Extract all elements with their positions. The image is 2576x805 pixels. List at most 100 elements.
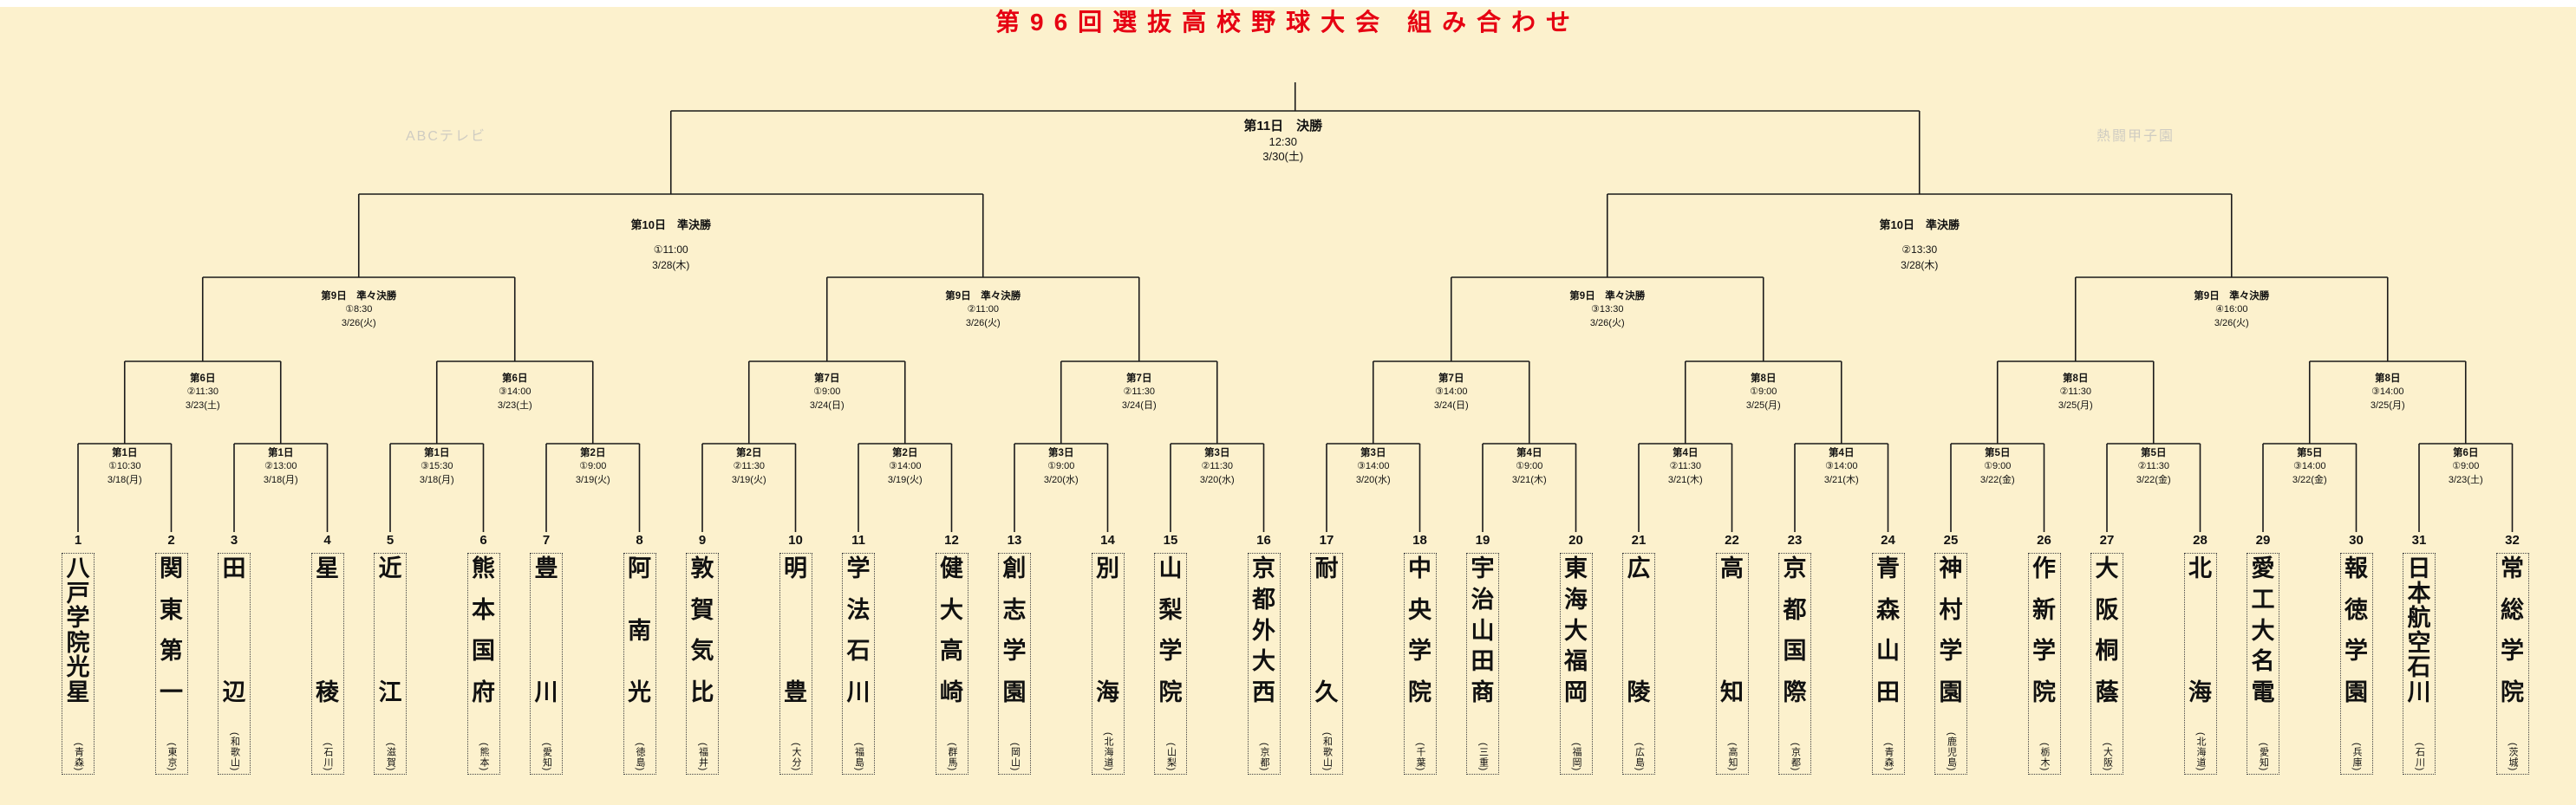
round1-label-4-date: 3/19(火)	[575, 474, 610, 485]
team-name-char: 光	[628, 679, 651, 705]
team-name-char: 山	[1158, 555, 1183, 581]
round1-label-14-time: ②11:30	[2137, 461, 2170, 471]
team-name-char: 阪	[2095, 596, 2119, 623]
team-box: 学法石川(福島)	[842, 553, 875, 775]
team-prefecture: (栃木)	[2039, 742, 2050, 771]
team-name: 報徳学園	[2344, 557, 2368, 704]
team-prefecture: (三重)	[1477, 742, 1489, 771]
quarterfinal-label-1-time: ①8:30	[345, 304, 373, 315]
team-box: 健大高崎 (群馬)	[935, 553, 968, 775]
round1-label-12-label: 第4日	[1829, 448, 1855, 458]
team-name-char: 戸	[66, 580, 90, 607]
team-name-char: 近	[378, 555, 402, 581]
team-name-char: 明	[784, 555, 807, 581]
round2-label-4-date: 3/24(日)	[1121, 399, 1157, 411]
round1-label-6-label: 第2日	[892, 448, 918, 458]
round1-label-7-time: ①9:00	[1047, 461, 1075, 471]
team-box: 高知(高知)	[1715, 553, 1749, 775]
team-number: 32	[2505, 533, 2520, 548]
team-name: 日本航空石川	[2408, 557, 2431, 704]
team-number: 31	[2411, 533, 2427, 548]
final-match-label-label: 第11日 決勝	[1243, 119, 1323, 133]
team-box: 中央学院(千葉)	[1403, 553, 1437, 775]
team-name: 関東第一	[160, 557, 183, 704]
round1-label-1-date: 3/18(月)	[107, 474, 142, 485]
team-box: 東海大福岡(福岡)	[1559, 553, 1593, 775]
team-name: 学法石川	[847, 557, 871, 704]
round2-label-5-time: ③14:00	[1435, 386, 1468, 397]
team-name-char: 賀	[690, 596, 714, 623]
team-name-char: 院	[2501, 678, 2524, 705]
team-name-char: 工	[2251, 586, 2275, 613]
round1-label-6-date: 3/19(火)	[887, 474, 923, 485]
team-number: 21	[1631, 533, 1647, 548]
team-name-char: 学	[66, 605, 90, 632]
team-prefecture: (茨城)	[2508, 742, 2518, 771]
team-name-char: 比	[690, 678, 714, 705]
team-prefecture: (群馬)	[947, 742, 957, 771]
team-number: 30	[2349, 533, 2364, 548]
team-number: 17	[1319, 533, 1334, 548]
round1-label-16-date: 3/23(土)	[2448, 474, 2483, 485]
team-prefecture: (北海道)	[2195, 731, 2206, 771]
round1-label-8-time: ②11:30	[1201, 461, 1234, 471]
round1-label-12-time: ③14:00	[1825, 461, 1858, 471]
team-name-char: 航	[2407, 605, 2431, 632]
team-name: 健大高崎	[940, 557, 963, 704]
team-number: 6	[479, 533, 487, 548]
round1-label-14-date: 3/22(金)	[2136, 474, 2171, 485]
team-number: 22	[1725, 533, 1739, 548]
team-name: 中央学院	[1408, 557, 1431, 704]
final-match-label-time: 12:30	[1268, 135, 1298, 148]
team-name-char: 阿	[628, 555, 651, 581]
team-box: 田辺(和歌山)	[218, 553, 251, 775]
team-name-char: 陵	[1627, 679, 1651, 705]
team-name: 宇治山田商	[1471, 557, 1495, 704]
team-number: 8	[636, 533, 643, 548]
team-box: 作新学院 (栃木)	[2027, 553, 2061, 775]
quarterfinal-label-2-time: ②11:00	[967, 304, 1000, 315]
round1-label-5-date: 3/19(火)	[731, 474, 766, 485]
round2-label-1-date: 3/23(土)	[185, 399, 220, 411]
team-number: 9	[698, 533, 707, 548]
team-name-char: 広	[1627, 555, 1651, 581]
team-prefecture: (熊本)	[479, 742, 489, 771]
team-name-char: 空	[2407, 629, 2431, 656]
team-name-char: 南	[628, 617, 651, 644]
quarterfinal-label-4-label: 第9日 準々決勝	[2194, 291, 2270, 302]
team-name-char: 央	[1408, 596, 1431, 623]
team-prefecture: (石川)	[323, 742, 333, 771]
semifinal-label-2-label: 第10日 準決勝	[1879, 218, 1960, 231]
team-box: 広陵(広島)	[1622, 553, 1655, 775]
top-white-strip	[0, 0, 2576, 7]
team-name-char: 田	[222, 555, 246, 581]
semifinal-label-2-time: ②13:30	[1901, 243, 1938, 256]
team-name: 星稜	[316, 557, 339, 704]
round1-label-7-date: 3/20(水)	[1043, 474, 1079, 485]
team-name-char: 院	[1408, 678, 1431, 705]
round1-label-2-time: ②13:00	[264, 461, 297, 471]
team-prefecture: (北海道)	[1103, 731, 1113, 771]
team-number: 20	[1568, 533, 1583, 548]
round2-label-6-label: 第8日	[1751, 373, 1777, 384]
team-name: 八戸学院光星	[67, 557, 90, 704]
team-name-char: 徳	[2344, 596, 2368, 623]
team-box: 宇治山田商 (三重)	[1466, 553, 1499, 775]
team-name: 作新学院	[2032, 557, 2056, 704]
